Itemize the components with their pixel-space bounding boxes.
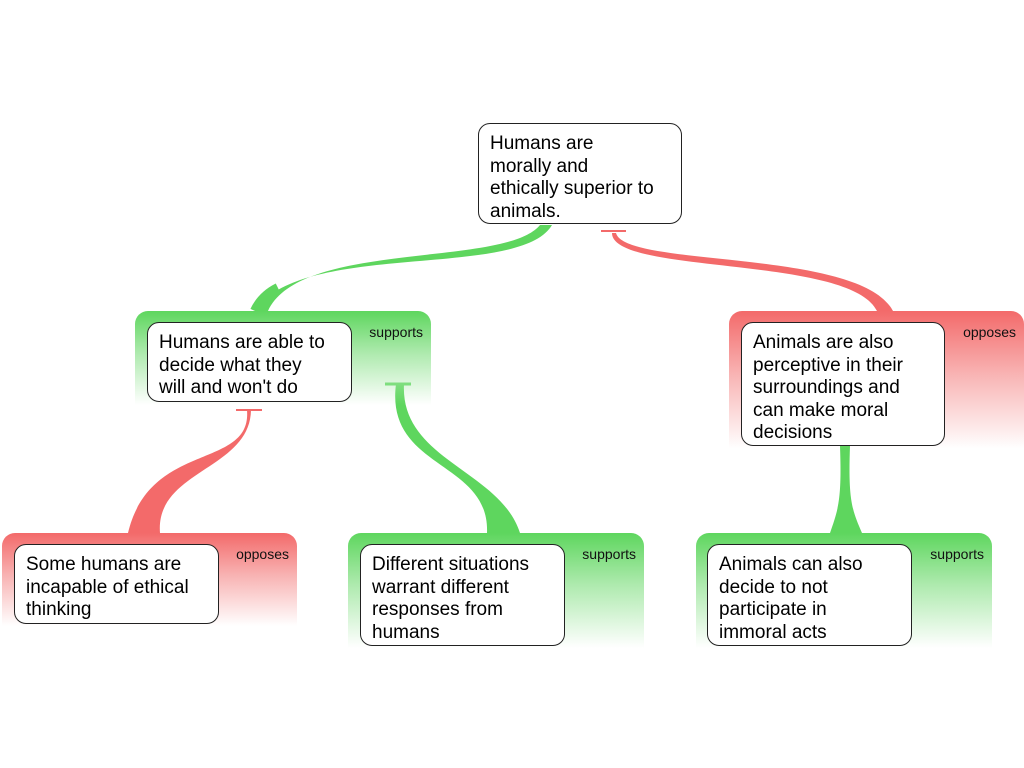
- link-decide-to-incapable: [128, 410, 251, 533]
- claim-different-situations[interactable]: Different situations warrant different r…: [360, 544, 565, 646]
- root-claim[interactable]: Humans are morally and ethically superio…: [478, 123, 682, 224]
- link-root-to-decide-cap: [250, 283, 281, 314]
- relation-label: opposes: [236, 546, 289, 562]
- link-perceptive-to-immoral: [830, 446, 862, 533]
- claim-humans-decide[interactable]: Humans are able to decide what they will…: [147, 322, 352, 402]
- link-situations-to-decide: [395, 384, 520, 533]
- claim-humans-incapable[interactable]: Some humans are incapable of ethical thi…: [14, 544, 219, 624]
- link-root-to-perceptive: [612, 233, 893, 311]
- claim-animals-perceptive[interactable]: Animals are also perceptive in their sur…: [741, 322, 945, 446]
- relation-label: supports: [930, 546, 984, 562]
- relation-label: opposes: [963, 324, 1016, 340]
- relation-label: supports: [582, 546, 636, 562]
- claim-animals-not-participate[interactable]: Animals can also decide to not participa…: [707, 544, 912, 646]
- relation-label: supports: [369, 324, 423, 340]
- link-root-to-decide: [255, 225, 552, 311]
